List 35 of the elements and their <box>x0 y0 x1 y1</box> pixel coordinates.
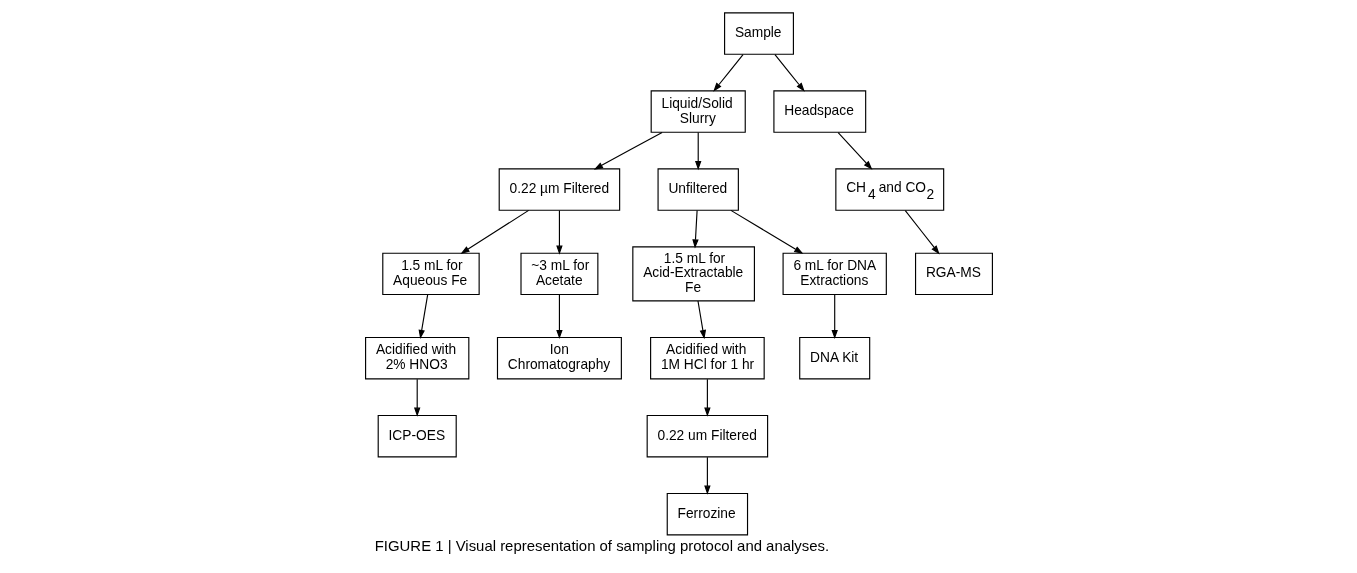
arrow <box>418 294 428 340</box>
node-box: Acidified with 2% HNO3 <box>364 336 469 380</box>
arrow <box>703 378 711 417</box>
node-box: 1.5 mL for Acid-Extractable Fe <box>631 246 755 302</box>
arrow <box>593 131 663 170</box>
arrow <box>703 456 711 495</box>
arrow <box>729 209 803 254</box>
node-box: Headspace <box>772 90 866 133</box>
node-box: Sample <box>723 12 794 55</box>
arrow <box>555 294 563 340</box>
node-box: DNA Kit <box>798 336 870 380</box>
node-box: ~3 mL for Acetate <box>519 252 598 296</box>
node-box: RGA-MS <box>914 252 993 296</box>
arrow <box>694 132 701 171</box>
node-box: Liquid/Solid Slurry <box>650 90 746 133</box>
arrow <box>712 54 744 92</box>
node-box: Acidified with 1M HCl for 1 hr <box>649 336 765 380</box>
node-box: Unfiltered <box>657 168 739 211</box>
node-box: 0.22 µm Filtered <box>498 168 620 211</box>
node-box: 0.22 um Filtered <box>646 414 768 458</box>
arrow <box>773 54 805 92</box>
node-box: 6 mL for DNA Extractions <box>782 252 887 296</box>
caption: FIGURE 1 | Visual representation of sampling protocol and analyses. <box>374 538 829 555</box>
node-box: 1.5 mL for Aqueous Fe <box>381 252 480 296</box>
arrow <box>837 132 872 170</box>
node-box: Ion Chromatography <box>496 336 622 380</box>
arrow <box>691 210 699 249</box>
arrow <box>459 209 529 254</box>
arrow <box>555 210 563 255</box>
arrow <box>413 378 420 417</box>
node-box: ICP-OES <box>377 414 457 458</box>
arrow <box>830 294 838 340</box>
arrow <box>696 300 706 340</box>
arrow <box>904 210 940 255</box>
node-box: Ferrozine <box>666 492 748 536</box>
